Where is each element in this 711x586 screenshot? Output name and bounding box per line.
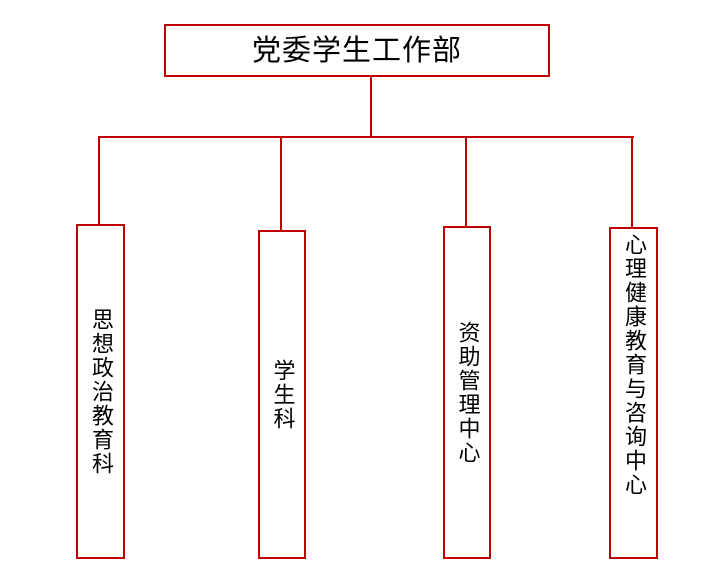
org-node-root[interactable]: 党委学生工作部	[164, 24, 550, 77]
org-node-mental-health-center[interactable]: 心理健康教育与咨询中心	[609, 227, 658, 559]
connector-drop-2	[280, 136, 282, 231]
org-node-label: 学生科	[269, 358, 295, 431]
org-node-label: 心理健康教育与咨询中心	[621, 233, 647, 497]
org-node-student-section[interactable]: 学生科	[258, 230, 306, 559]
connector-root-stem	[370, 77, 372, 138]
connector-horizontal-bus	[98, 136, 634, 138]
org-node-root-label: 党委学生工作部	[251, 33, 462, 67]
org-node-financial-aid-center[interactable]: 资助管理中心	[443, 226, 491, 559]
connector-drop-1	[98, 136, 100, 225]
org-node-label: 思想政治教育科	[88, 307, 114, 476]
org-node-ideological-political-education[interactable]: 思想政治教育科	[76, 224, 125, 559]
connector-drop-3	[465, 136, 467, 227]
connector-drop-4	[631, 136, 633, 228]
org-node-label: 资助管理中心	[454, 320, 480, 465]
